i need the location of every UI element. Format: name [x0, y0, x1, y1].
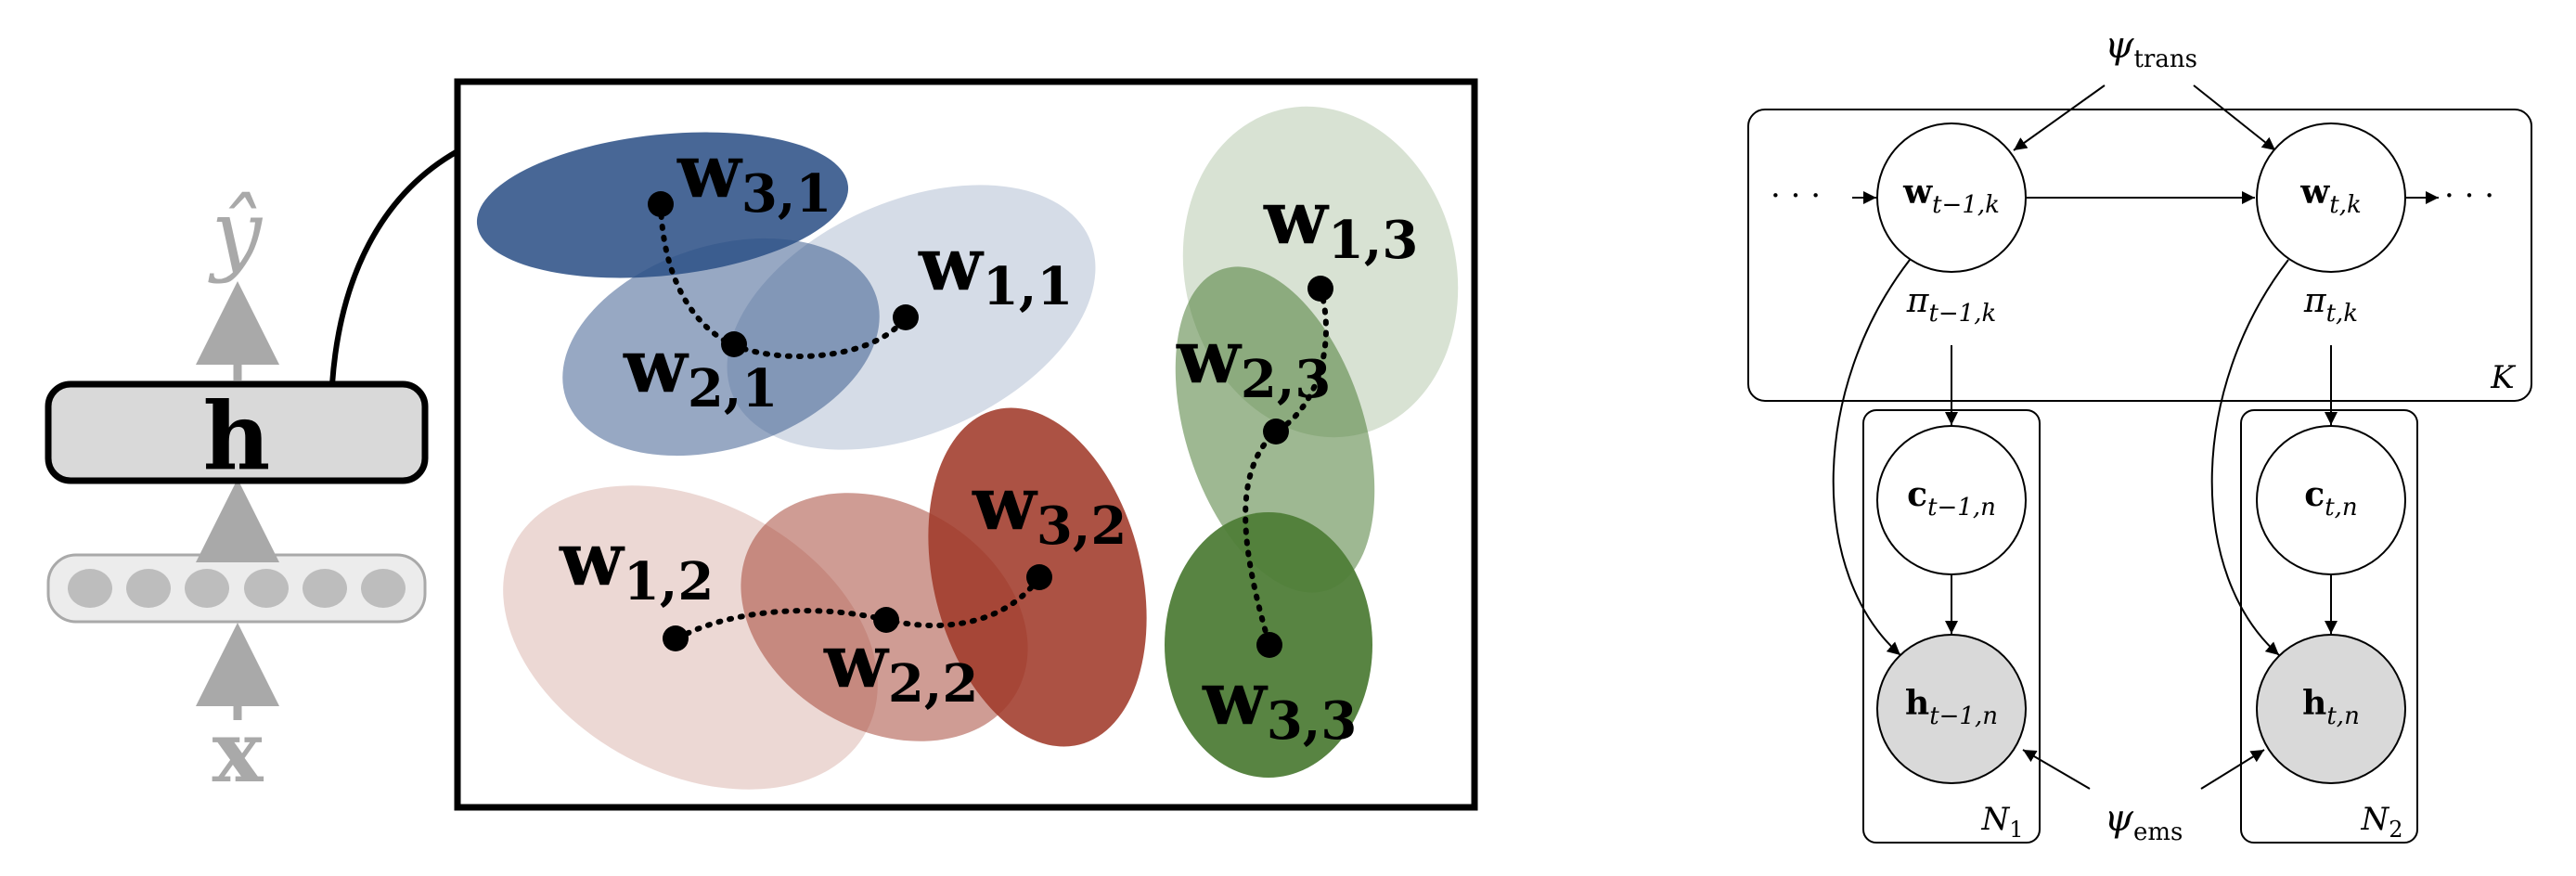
- arrow-psiems-to-hprev: [2022, 749, 2091, 790]
- input-unit: [361, 569, 406, 608]
- ellipse-w-2-1: [562, 238, 880, 457]
- label-w-2-2: w2,2: [823, 617, 978, 715]
- label-w-2-3: w2,3: [1176, 313, 1331, 410]
- input-unit: [126, 569, 171, 608]
- label-w-1-3: w1,3: [1263, 174, 1418, 271]
- node-h-prev-label: ht−1,n: [1905, 684, 1998, 730]
- node-w-prev-label: wt−1,k: [1902, 173, 2000, 219]
- cluster-panel: w3,1 w2,1 w1,1 w1,2 w2,2 w3,2 w1,3 w2,3 …: [454, 78, 1478, 811]
- label-w-1-1: w1,1: [918, 220, 1073, 317]
- node-c-cur-label: ct,n: [2304, 475, 2357, 522]
- input-unit: [185, 569, 229, 608]
- plate-N1-label: N1: [1980, 801, 2023, 843]
- ellipsis-left: · · ·: [1771, 177, 1821, 214]
- node-w-cur: [2256, 122, 2406, 273]
- arrow-psitrans-to-wcur: [2193, 84, 2276, 151]
- point-w-3-3: [1256, 632, 1282, 658]
- pi-prev-label: πt−1,k: [1906, 282, 1996, 328]
- hidden-layer: [45, 380, 429, 484]
- node-h-cur: [2256, 634, 2406, 784]
- node-h-prev: [1876, 634, 2027, 784]
- psi-trans-label: ψtrans: [2105, 24, 2197, 73]
- label-w-3-1: w3,1: [676, 127, 831, 225]
- arrow-wprev-to-hprev: [1832, 259, 1911, 656]
- point-w-2-3: [1263, 419, 1289, 444]
- hidden-h-label: h: [203, 381, 271, 491]
- label-w-3-3: w3,3: [1202, 654, 1357, 752]
- label-w-1-2: w1,2: [559, 515, 714, 612]
- pi-cur-label: πt,k: [2303, 282, 2358, 328]
- input-units: [68, 569, 406, 608]
- plate-N2-label: N2: [2360, 801, 2402, 843]
- point-w-2-1: [721, 331, 747, 357]
- plate-K-label: K: [2490, 359, 2517, 396]
- point-w-1-2: [663, 625, 689, 651]
- neural-network: x h ŷ: [45, 148, 459, 802]
- arrow-wcur-to-hcur: [2210, 259, 2289, 656]
- plate-K: [1747, 109, 2532, 402]
- node-c-prev-label: ct−1,n: [1907, 475, 1996, 522]
- psi-ems-label: ψems: [2105, 797, 2183, 846]
- ellipsis-right: · · ·: [2444, 177, 2494, 214]
- input-unit: [303, 569, 347, 608]
- node-w-cur-label: wt,k: [2299, 173, 2361, 219]
- arrow-psiems-to-hcur: [2200, 749, 2265, 790]
- output-yhat-label: ŷ: [208, 181, 264, 285]
- point-w-3-1: [648, 191, 674, 217]
- input-unit: [244, 569, 289, 608]
- label-w-3-2: w3,2: [972, 459, 1127, 557]
- point-w-1-1: [893, 304, 919, 330]
- label-w-2-1: w2,1: [623, 322, 778, 419]
- zoom-connector: [329, 148, 459, 385]
- point-w-1-3: [1307, 276, 1333, 302]
- arrow-psitrans-to-wprev: [2013, 84, 2106, 151]
- graphical-model: K N1 N2 ψtrans ψems · · · · · · wt−1,k w…: [1747, 24, 2532, 846]
- point-w-2-2: [873, 607, 899, 633]
- input-unit: [68, 569, 112, 608]
- plate-N2: [2240, 409, 2418, 844]
- point-w-3-2: [1026, 564, 1052, 590]
- node-h-cur-label: ht,n: [2302, 684, 2360, 730]
- node-w-prev: [1876, 122, 2027, 273]
